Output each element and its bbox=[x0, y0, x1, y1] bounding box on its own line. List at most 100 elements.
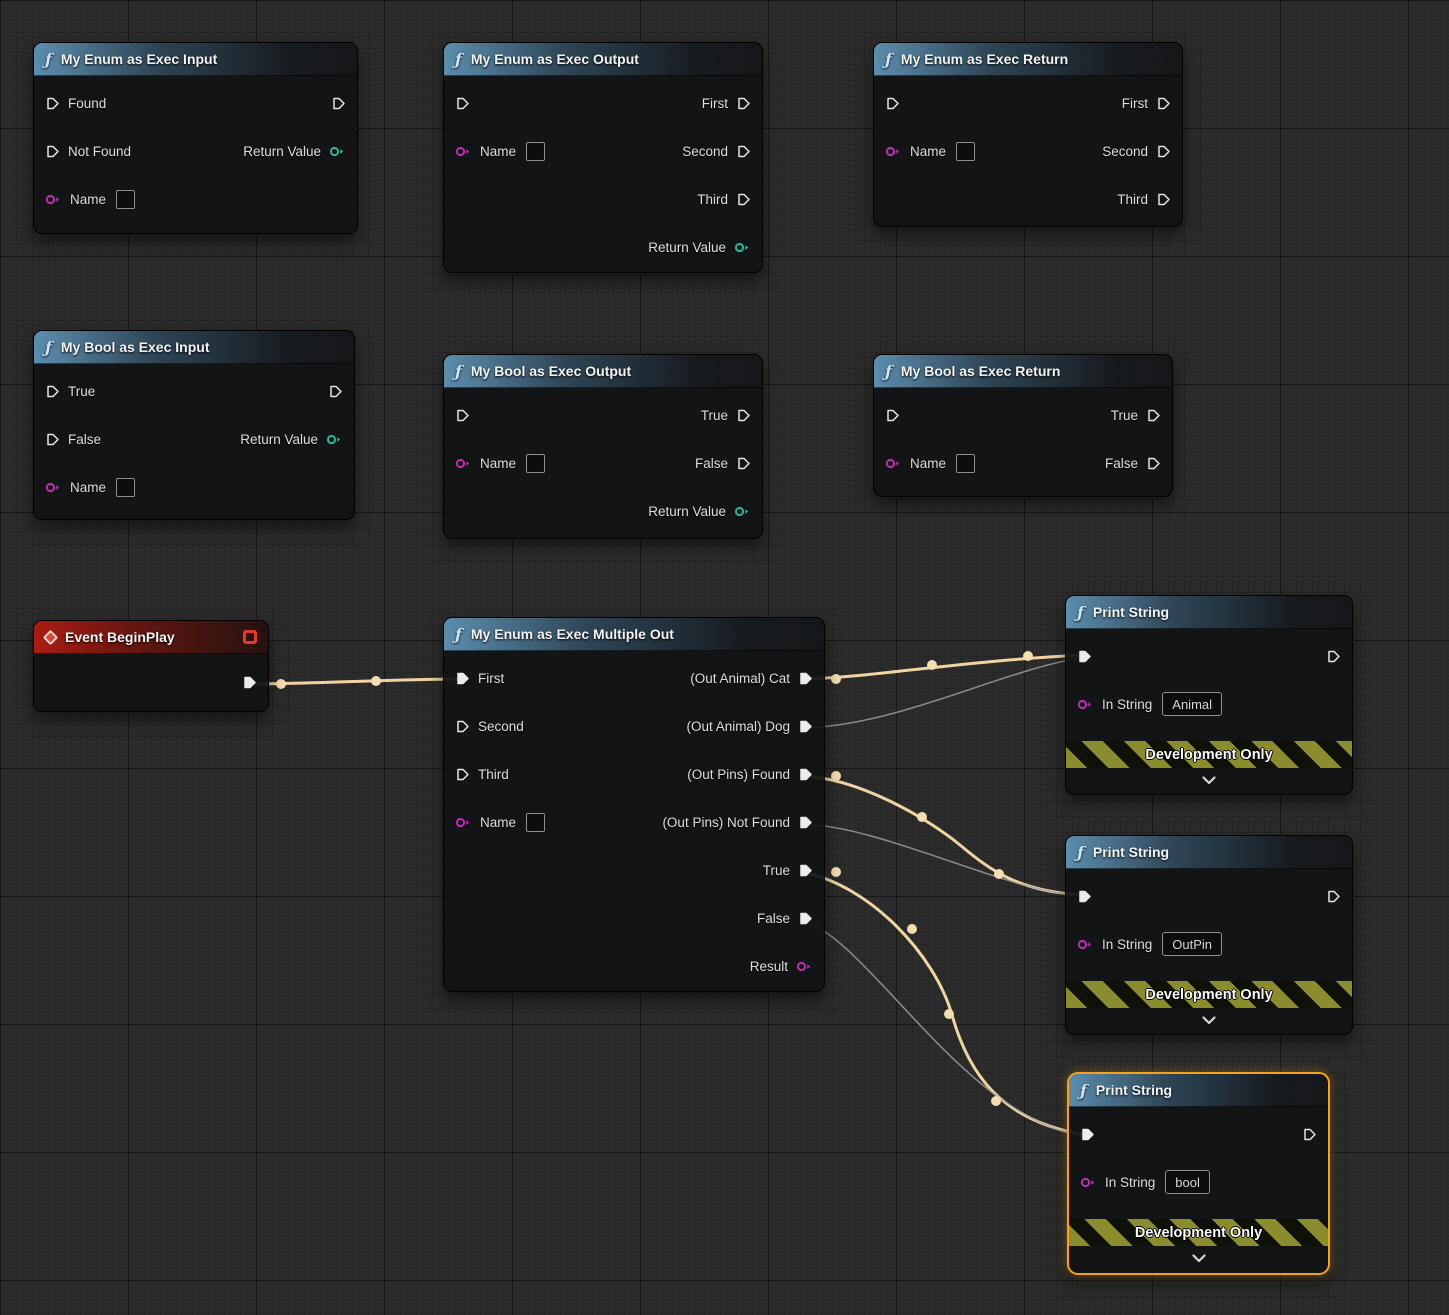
pin-exec-out[interactable] bbox=[1326, 649, 1341, 664]
pin-false[interactable]: False bbox=[757, 911, 813, 926]
name-value-box[interactable] bbox=[526, 454, 545, 473]
pin-return-value[interactable]: Return Value bbox=[648, 240, 751, 255]
node-header[interactable]: ƒ My Bool as Exec Input bbox=[34, 331, 354, 364]
pin-exec-in[interactable] bbox=[455, 96, 470, 111]
name-value-box[interactable] bbox=[956, 454, 975, 473]
pin-found[interactable]: Found bbox=[45, 96, 106, 111]
pin-exec-in[interactable] bbox=[1077, 889, 1092, 904]
pin-return-value[interactable]: Return Value bbox=[240, 432, 343, 447]
name-value-box[interactable] bbox=[116, 190, 135, 209]
node-header[interactable]: ƒ My Enum as Exec Output bbox=[444, 43, 762, 76]
node-print-string-bool[interactable]: ƒ Print String In String bool bbox=[1067, 1072, 1330, 1275]
node-print-string-animal[interactable]: ƒ Print String In String Animal bbox=[1065, 595, 1353, 795]
pin-not-found[interactable]: Not Found bbox=[45, 144, 131, 159]
name-value-box[interactable] bbox=[526, 142, 545, 161]
name-value-box[interactable] bbox=[956, 142, 975, 161]
node-header[interactable]: ƒ My Enum as Exec Multiple Out bbox=[444, 618, 824, 651]
pin-exec-out[interactable] bbox=[242, 675, 257, 690]
expand-node-button[interactable] bbox=[1066, 768, 1352, 792]
pin-name[interactable]: Name bbox=[45, 478, 135, 497]
pin-exec-in[interactable] bbox=[885, 408, 900, 423]
expand-node-button[interactable] bbox=[1069, 1246, 1328, 1270]
pin-first[interactable]: First bbox=[455, 671, 504, 686]
pin-false[interactable]: False bbox=[695, 456, 751, 471]
pin-exec-in[interactable] bbox=[885, 96, 900, 111]
pin-third[interactable]: Third bbox=[455, 767, 509, 782]
name-value-box[interactable] bbox=[526, 813, 545, 832]
pin-true[interactable]: True bbox=[45, 384, 95, 399]
pin-label: True bbox=[763, 863, 790, 878]
in-string-value-box[interactable]: Animal bbox=[1162, 692, 1222, 716]
pin-third[interactable]: Third bbox=[1117, 192, 1171, 207]
node-my-bool-as-exec-input[interactable]: ƒ My Bool as Exec Input True False Re bbox=[33, 330, 355, 520]
pin-exec-out[interactable] bbox=[331, 96, 346, 111]
node-title: My Bool as Exec Output bbox=[471, 363, 631, 379]
pin-in-string[interactable]: In String bool bbox=[1080, 1170, 1210, 1194]
node-my-enum-as-exec-return[interactable]: ƒ My Enum as Exec Return First Name bbox=[873, 42, 1183, 227]
enum-pin-icon bbox=[885, 457, 902, 470]
expand-node-button[interactable] bbox=[1066, 1008, 1352, 1032]
node-header[interactable]: Event BeginPlay bbox=[34, 621, 268, 654]
pin-exec-out[interactable] bbox=[1326, 889, 1341, 904]
pin-exec-out[interactable] bbox=[1302, 1127, 1317, 1142]
development-only-banner: Development Only bbox=[1066, 981, 1352, 1008]
pin-second[interactable]: Second bbox=[1102, 144, 1171, 159]
pin-exec-in[interactable] bbox=[1080, 1127, 1095, 1142]
pin-first[interactable]: First bbox=[702, 96, 751, 111]
pin-name[interactable]: Name bbox=[45, 190, 135, 209]
node-header[interactable]: ƒ My Enum as Exec Return bbox=[874, 43, 1182, 76]
node-my-enum-as-exec-multiple-out[interactable]: ƒ My Enum as Exec Multiple Out First (Ou… bbox=[443, 617, 825, 992]
node-header[interactable]: ƒ Print String bbox=[1066, 596, 1352, 629]
node-header[interactable]: ƒ My Bool as Exec Return bbox=[874, 355, 1172, 388]
pin-second[interactable]: Second bbox=[455, 719, 524, 734]
pin-in-string[interactable]: In String Animal bbox=[1077, 692, 1222, 716]
node-my-bool-as-exec-return[interactable]: ƒ My Bool as Exec Return True Name bbox=[873, 354, 1173, 497]
exec-pin-icon bbox=[798, 911, 813, 926]
node-header[interactable]: ƒ Print String bbox=[1066, 836, 1352, 869]
pin-name[interactable]: Name bbox=[885, 454, 975, 473]
function-icon: ƒ bbox=[455, 625, 462, 644]
pin-return-value[interactable]: Return Value bbox=[648, 504, 751, 519]
exec-pin-icon bbox=[798, 719, 813, 734]
development-only-banner: Development Only bbox=[1066, 741, 1352, 768]
pin-name[interactable]: Name bbox=[455, 454, 545, 473]
exec-pin-icon bbox=[1156, 144, 1171, 159]
function-icon: ƒ bbox=[1080, 1081, 1087, 1100]
pin-exec-in[interactable] bbox=[455, 408, 470, 423]
pin-name[interactable]: Name bbox=[885, 142, 975, 161]
pin-out-pins-found[interactable]: (Out Pins) Found bbox=[687, 767, 813, 782]
pin-true[interactable]: True bbox=[763, 863, 813, 878]
pin-name[interactable]: Name bbox=[455, 142, 545, 161]
pin-label: Not Found bbox=[68, 144, 131, 159]
node-my-bool-as-exec-output[interactable]: ƒ My Bool as Exec Output True Name bbox=[443, 354, 763, 539]
node-event-beginplay[interactable]: Event BeginPlay bbox=[33, 620, 269, 712]
pin-exec-out[interactable] bbox=[328, 384, 343, 399]
function-icon: ƒ bbox=[45, 50, 52, 69]
pin-result[interactable]: Result bbox=[750, 959, 813, 974]
node-header[interactable]: ƒ My Enum as Exec Input bbox=[34, 43, 357, 76]
pin-return-value[interactable]: Return Value bbox=[243, 144, 346, 159]
node-my-enum-as-exec-output[interactable]: ƒ My Enum as Exec Output First Name bbox=[443, 42, 763, 273]
pin-third[interactable]: Third bbox=[697, 192, 751, 207]
pin-out-pins-not-found[interactable]: (Out Pins) Not Found bbox=[662, 815, 813, 830]
pin-out-animal-dog[interactable]: (Out Animal) Dog bbox=[686, 719, 813, 734]
pin-true[interactable]: True bbox=[701, 408, 751, 423]
pin-false[interactable]: False bbox=[1105, 456, 1161, 471]
in-string-value-box[interactable]: bool bbox=[1165, 1170, 1210, 1194]
pin-second[interactable]: Second bbox=[682, 144, 751, 159]
event-icon bbox=[43, 629, 59, 645]
pin-first[interactable]: First bbox=[1122, 96, 1171, 111]
name-value-box[interactable] bbox=[116, 478, 135, 497]
node-my-enum-as-exec-input[interactable]: ƒ My Enum as Exec Input Found Not Found bbox=[33, 42, 358, 234]
pin-name[interactable]: Name bbox=[455, 813, 545, 832]
node-print-string-outpin[interactable]: ƒ Print String In String OutPin bbox=[1065, 835, 1353, 1035]
pin-false[interactable]: False bbox=[45, 432, 101, 447]
node-header[interactable]: ƒ My Bool as Exec Output bbox=[444, 355, 762, 388]
pin-in-string[interactable]: In String OutPin bbox=[1077, 932, 1222, 956]
in-string-value-box[interactable]: OutPin bbox=[1162, 932, 1222, 956]
pin-true[interactable]: True bbox=[1111, 408, 1161, 423]
node-header[interactable]: ƒ Print String bbox=[1069, 1074, 1328, 1107]
pin-out-animal-cat[interactable]: (Out Animal) Cat bbox=[690, 671, 813, 686]
pin-exec-in[interactable] bbox=[1077, 649, 1092, 664]
